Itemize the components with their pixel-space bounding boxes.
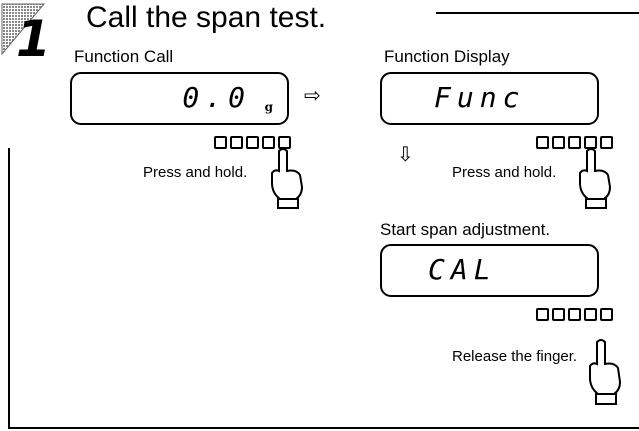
display-value: 0.0 <box>182 81 251 114</box>
key-1[interactable] <box>214 136 227 149</box>
bottom-rule <box>8 427 639 429</box>
key-5[interactable] <box>278 136 291 149</box>
key-4[interactable] <box>584 308 597 321</box>
function-display-label: Function Display <box>384 47 510 66</box>
key-3[interactable] <box>246 136 259 149</box>
function-display-keypad <box>536 136 613 149</box>
pointing-hand-icon <box>579 148 612 209</box>
step-number-badge: 1 <box>1 3 51 62</box>
pointing-hand-icon <box>589 339 622 405</box>
function-display-instruction: Press and hold. <box>452 164 557 181</box>
start-span-instruction: Release the finger. <box>452 348 578 365</box>
key-5[interactable] <box>600 136 613 149</box>
pointing-hand-icon <box>271 148 304 209</box>
key-3[interactable] <box>568 308 581 321</box>
key-2[interactable] <box>552 308 565 321</box>
top-rule <box>436 12 639 14</box>
left-rule <box>8 148 10 429</box>
function-call-instruction: Press and hold. <box>143 164 248 181</box>
step-number: 1 <box>16 10 51 62</box>
key-2[interactable] <box>552 136 565 149</box>
key-3[interactable] <box>568 136 581 149</box>
function-call-display: 0.0 g <box>70 72 289 125</box>
step-title: Call the span test. <box>86 1 327 34</box>
function-call-keypad <box>214 136 291 149</box>
start-span-label: Start span adjustment. <box>380 220 551 239</box>
start-span-display: CAL <box>380 244 599 297</box>
display-value: Func <box>434 81 526 114</box>
key-2[interactable] <box>230 136 243 149</box>
right-arrow-icon: ⇨ <box>304 85 321 107</box>
function-display-display: Func <box>380 72 599 125</box>
unit-label: g <box>264 100 273 114</box>
key-1[interactable] <box>536 308 549 321</box>
key-1[interactable] <box>536 136 549 149</box>
start-span-keypad <box>536 308 613 321</box>
key-4[interactable] <box>584 136 597 149</box>
key-5[interactable] <box>600 308 613 321</box>
down-arrow-icon: ⇩ <box>397 144 414 166</box>
display-value: CAL <box>428 253 497 286</box>
function-call-label: Function Call <box>74 47 174 66</box>
key-4[interactable] <box>262 136 275 149</box>
